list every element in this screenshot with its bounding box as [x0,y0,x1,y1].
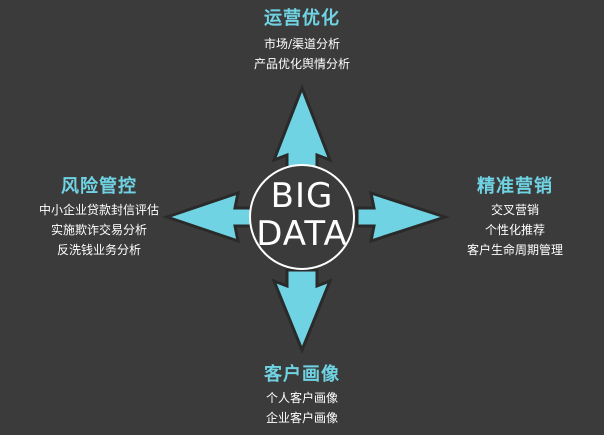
center-circle [249,164,355,270]
top-item: 产品优化舆情分析 [253,57,350,71]
left-item: 中小企业贷款封信评估 [38,203,159,217]
top-item: 市场/渠道分析 [263,37,341,51]
left-item: 实施欺诈交易分析 [50,223,147,237]
arrow-right [355,190,450,244]
bottom-title: 客户画像 [264,364,340,385]
bottom-item: 个人客户画像 [265,391,338,405]
bottom-item: 企业客户画像 [265,411,338,425]
top-title: 运营优化 [264,8,340,29]
center-label-big: BIG [270,176,334,216]
top-section: 运营优化 市场/渠道分析 产品优化舆情分析 [222,8,382,74]
arrow-top [271,83,333,173]
right-item: 交叉营销 [490,203,539,217]
left-title: 风险管控 [61,176,137,197]
right-title: 精准营销 [477,176,553,197]
right-item: 个性化推荐 [484,223,545,237]
left-item: 反洗钱业务分析 [56,243,141,257]
left-section: 风险管控 中小企业贷款封信评估 实施欺诈交易分析 反洗钱业务分析 [14,176,184,260]
right-item: 客户生命周期管理 [466,243,563,257]
arrow-bottom [271,268,333,354]
right-section: 精准营销 交叉营销 个性化推荐 客户生命周期管理 [440,176,590,260]
center-label-data: DATA [256,214,348,254]
bottom-section: 客户画像 个人客户画像 企业客户画像 [222,364,382,428]
